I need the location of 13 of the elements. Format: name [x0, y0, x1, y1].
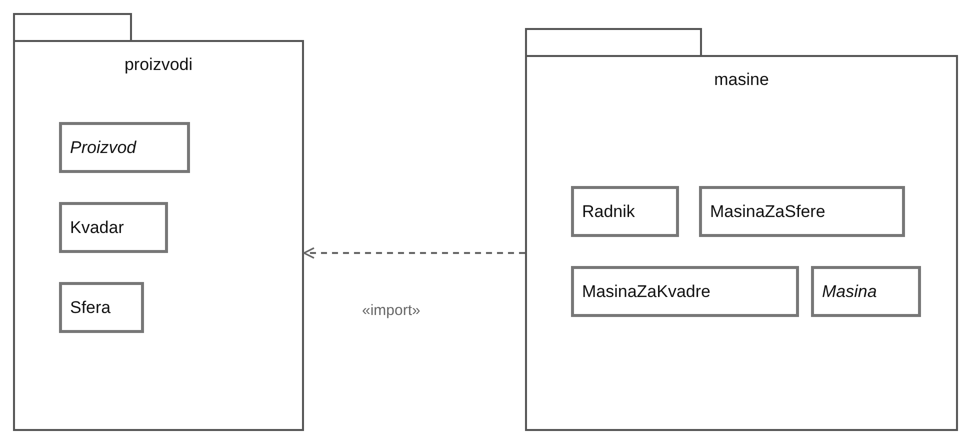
dependency-arrow	[303, 247, 525, 259]
class-box: Kvadar	[59, 202, 168, 253]
class-box: Radnik	[571, 186, 679, 237]
package-name: masine	[713, 70, 770, 90]
class-box: Masina	[811, 266, 921, 317]
class-box: MasinaZaSfere	[699, 186, 905, 237]
package-shape	[13, 13, 304, 431]
edge-label: «import»	[360, 302, 422, 319]
class-box: Proizvod	[59, 122, 190, 173]
package-name: proizvodi	[123, 55, 194, 75]
class-box: Sfera	[59, 282, 144, 333]
class-box: MasinaZaKvadre	[571, 266, 799, 317]
package-shape	[525, 28, 958, 431]
